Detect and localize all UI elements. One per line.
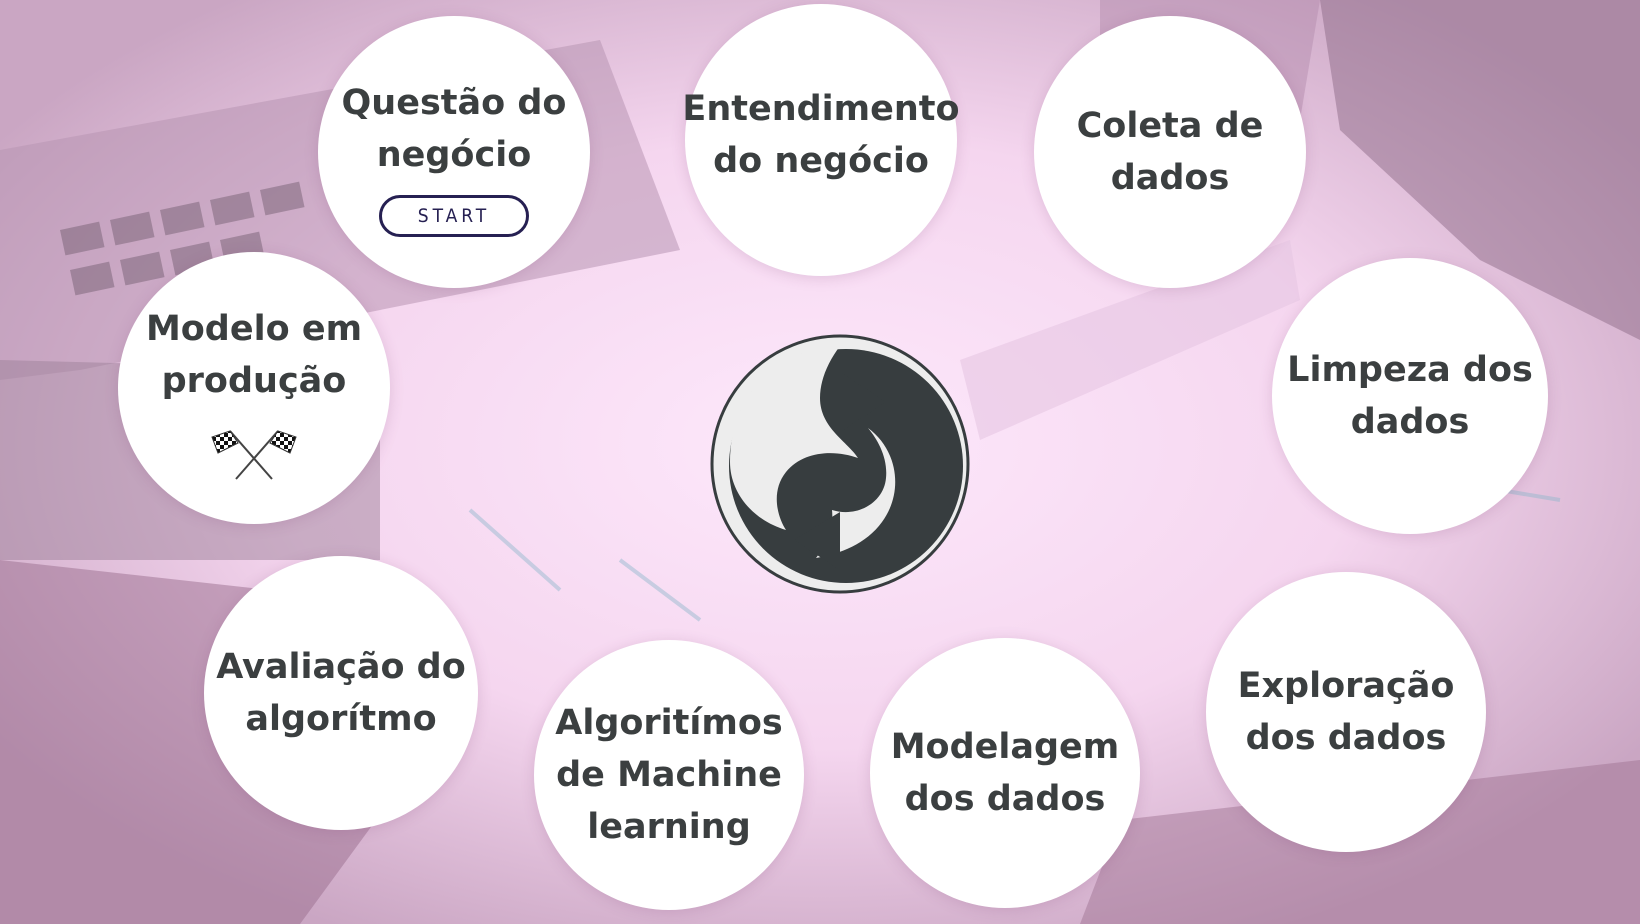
node-avaliacao-do-algoritmo[interactable]: Avaliação do algorítmo bbox=[204, 556, 478, 830]
node-label: Avaliação do algorítmo bbox=[216, 647, 466, 739]
node-modelagem-dos-dados[interactable]: Modelagem dos dados bbox=[870, 638, 1140, 908]
node-label: Entendimento do negócio bbox=[682, 89, 960, 181]
checkered-flags-icon bbox=[211, 430, 297, 480]
node-limpeza-dos-dados[interactable]: Limpeza dos dados bbox=[1272, 258, 1548, 534]
start-button[interactable]: START bbox=[379, 195, 529, 237]
node-label: Exploração dos dados bbox=[1237, 666, 1455, 758]
recycle-cycle-icon bbox=[710, 334, 970, 594]
node-modelo-em-producao[interactable]: Modelo em produção bbox=[118, 252, 390, 524]
node-label: Limpeza dos dados bbox=[1287, 350, 1533, 442]
node-coleta-de-dados[interactable]: Coleta de dados bbox=[1034, 16, 1306, 288]
node-questao-do-negocio[interactable]: Questão do negócio START bbox=[318, 16, 590, 288]
node-entendimento-do-negocio[interactable]: Entendimento do negócio bbox=[682, 4, 960, 276]
node-exploracao-dos-dados[interactable]: Exploração dos dados bbox=[1206, 572, 1486, 852]
node-label: Modelagem dos dados bbox=[890, 727, 1120, 819]
node-label: Modelo em produção bbox=[145, 309, 363, 401]
node-label: Algoritímos de Machine learning bbox=[555, 703, 783, 847]
node-algoritimos-de-machine-learning[interactable]: Algoritímos de Machine learning bbox=[534, 640, 804, 910]
node-label: Coleta de dados bbox=[1076, 106, 1264, 198]
node-label: Questão do negócio bbox=[341, 83, 567, 175]
